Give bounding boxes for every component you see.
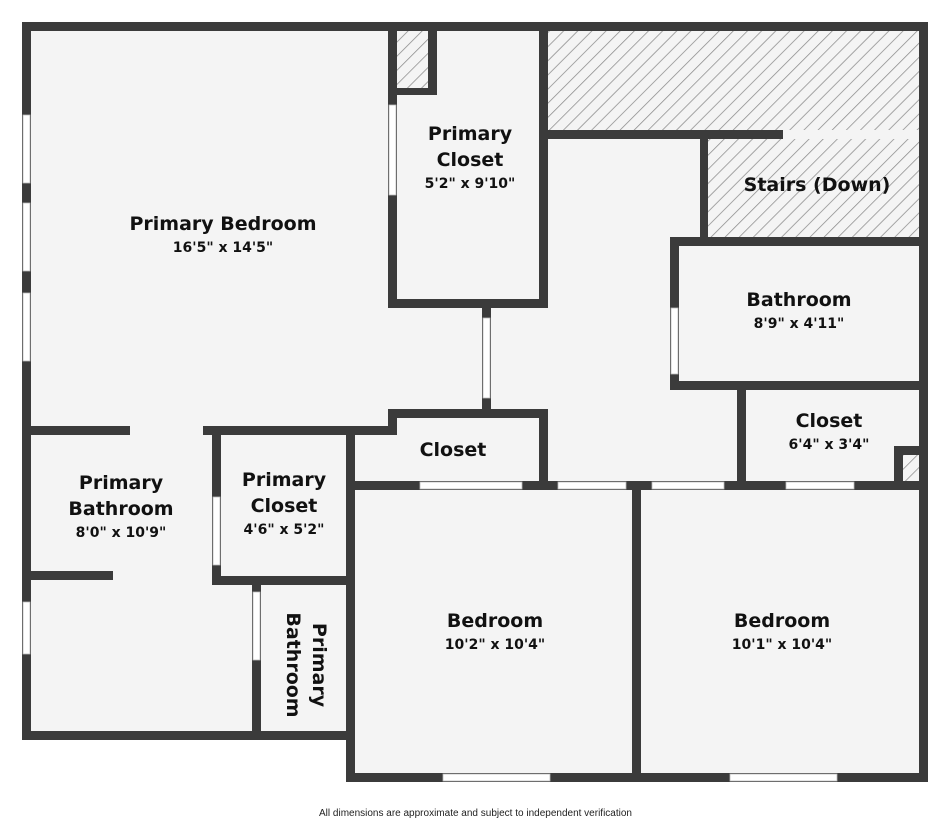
room-primary-bedroom: Primary Bedroom 16'5" x 14'5" (129, 211, 316, 259)
room-name: Primary (78, 472, 164, 494)
room-dims: 16'5" x 14'5" (172, 240, 274, 256)
room-name: Closet (795, 410, 863, 432)
room-primary-closet-top: Primary Closet 5'2" x 9'10" (425, 121, 516, 195)
room-name: Closet (436, 149, 504, 171)
room-dims: 8'0" x 10'9" (75, 525, 167, 541)
walls (22, 22, 928, 782)
room-bedroom-right: Bedroom 10'1" x 10'4" (732, 608, 832, 656)
room-name: Primary Bedroom (129, 213, 317, 235)
room-primary-closet-small: Primary Closet 4'6" x 5'2" (242, 467, 326, 541)
stairs-hatch (708, 139, 919, 237)
room-name: Primary (241, 469, 327, 491)
room-bathroom: Bathroom 8'9" x 4'11" (746, 287, 851, 335)
room-name: Bedroom (446, 610, 544, 632)
room-name: Stairs (Down) (743, 174, 891, 196)
room-dims: 5'2" x 9'10" (424, 176, 516, 192)
room-dims: 4'6" x 5'2" (243, 522, 325, 538)
room-name: Bathroom (68, 498, 174, 520)
openings (22, 104, 855, 782)
room-dims: 10'1" x 10'4" (731, 637, 833, 653)
disclaimer: All dimensions are approximate and subje… (319, 808, 632, 819)
room-name: Primary (427, 123, 513, 145)
room-name: Bathroom (746, 289, 852, 311)
room-dims: 10'2" x 10'4" (444, 637, 546, 653)
chase-hatch-small (903, 455, 919, 481)
room-closet-mid: Closet (420, 437, 487, 463)
room-bedroom-left: Bedroom 10'2" x 10'4" (445, 608, 545, 656)
room-primary-bathroom-small: Primary Bathroom (280, 612, 332, 717)
room-closet-right: Closet 6'4" x 3'4" (789, 408, 870, 456)
room-dims: 6'4" x 3'4" (788, 437, 870, 453)
room-dims: 8'9" x 4'11" (753, 316, 845, 332)
hatched-void-top (548, 31, 919, 130)
room-name: Bathroom (282, 612, 304, 718)
room-name: Closet (250, 495, 318, 517)
chase-hatch (397, 31, 428, 95)
room-name: Closet (419, 439, 487, 461)
room-name: Primary (308, 622, 330, 708)
room-stairs: Stairs (Down) (744, 172, 891, 198)
room-name: Bedroom (733, 610, 831, 632)
room-primary-bathroom: Primary Bathroom 8'0" x 10'9" (68, 470, 173, 544)
